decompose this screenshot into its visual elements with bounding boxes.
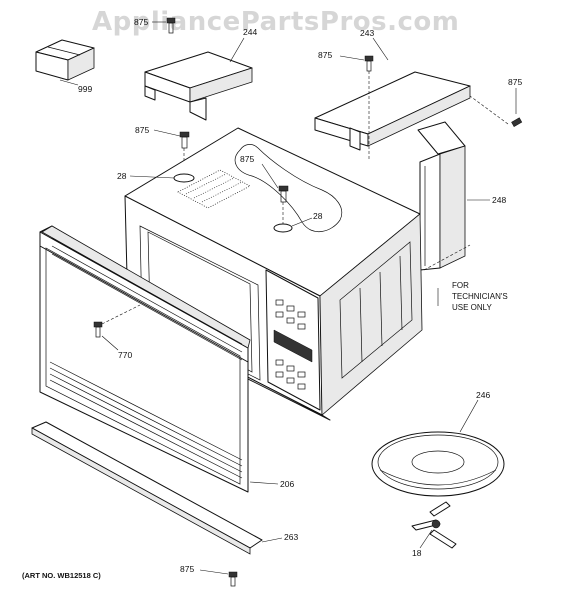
callout-243: 243 bbox=[360, 28, 374, 38]
tech-note-line-3: USE ONLY bbox=[452, 303, 493, 312]
callout-875-bottom: 875 bbox=[180, 564, 194, 574]
callout-875-left: 875 bbox=[135, 125, 149, 135]
callout-246: 246 bbox=[476, 390, 490, 400]
callout-770: 770 bbox=[118, 350, 132, 360]
part-244-cover[interactable] bbox=[144, 51, 253, 121]
callout-875-right: 875 bbox=[508, 77, 522, 87]
callout-28-right: 28 bbox=[313, 211, 323, 221]
part-999-box[interactable] bbox=[35, 39, 95, 81]
tech-note-line-1: FOR bbox=[452, 281, 469, 290]
callout-875-top: 875 bbox=[134, 17, 148, 27]
callout-263: 263 bbox=[284, 532, 298, 542]
cabinet-vent-grille bbox=[177, 169, 251, 209]
part-243-cover[interactable] bbox=[314, 71, 471, 151]
callout-244: 244 bbox=[243, 27, 257, 37]
screw-875-right[interactable] bbox=[469, 88, 523, 127]
screw-875-bottom[interactable] bbox=[199, 569, 238, 587]
callout-248: 248 bbox=[492, 195, 506, 205]
part-28-left[interactable] bbox=[129, 173, 195, 183]
control-panel[interactable] bbox=[265, 269, 321, 411]
callout-875-center: 875 bbox=[240, 154, 254, 164]
screw-875-left[interactable] bbox=[153, 129, 190, 170]
screw-875-top[interactable] bbox=[152, 17, 176, 34]
callout-875-243: 875 bbox=[318, 50, 332, 60]
part-206-frame[interactable] bbox=[39, 225, 251, 493]
part-248-duct[interactable] bbox=[417, 121, 466, 271]
screw-875-243[interactable] bbox=[339, 55, 374, 160]
part-770-screw[interactable] bbox=[93, 304, 141, 338]
callout-999: 999 bbox=[78, 84, 92, 94]
callout-28-left: 28 bbox=[117, 171, 127, 181]
technician-note: FOR TECHNICIAN'S USE ONLY bbox=[452, 281, 508, 312]
tech-note-line-2: TECHNICIAN'S bbox=[452, 292, 508, 301]
part-246-turntable[interactable] bbox=[371, 431, 505, 497]
callout-206: 206 bbox=[280, 479, 294, 489]
callout-18: 18 bbox=[412, 548, 422, 558]
part-263-strip[interactable] bbox=[31, 421, 263, 555]
keypad-buttons bbox=[275, 299, 306, 390]
screw-875-center[interactable] bbox=[261, 163, 289, 224]
art-number: (ART NO. WB12518 C) bbox=[22, 571, 101, 580]
part-18-coupler[interactable] bbox=[411, 501, 457, 549]
